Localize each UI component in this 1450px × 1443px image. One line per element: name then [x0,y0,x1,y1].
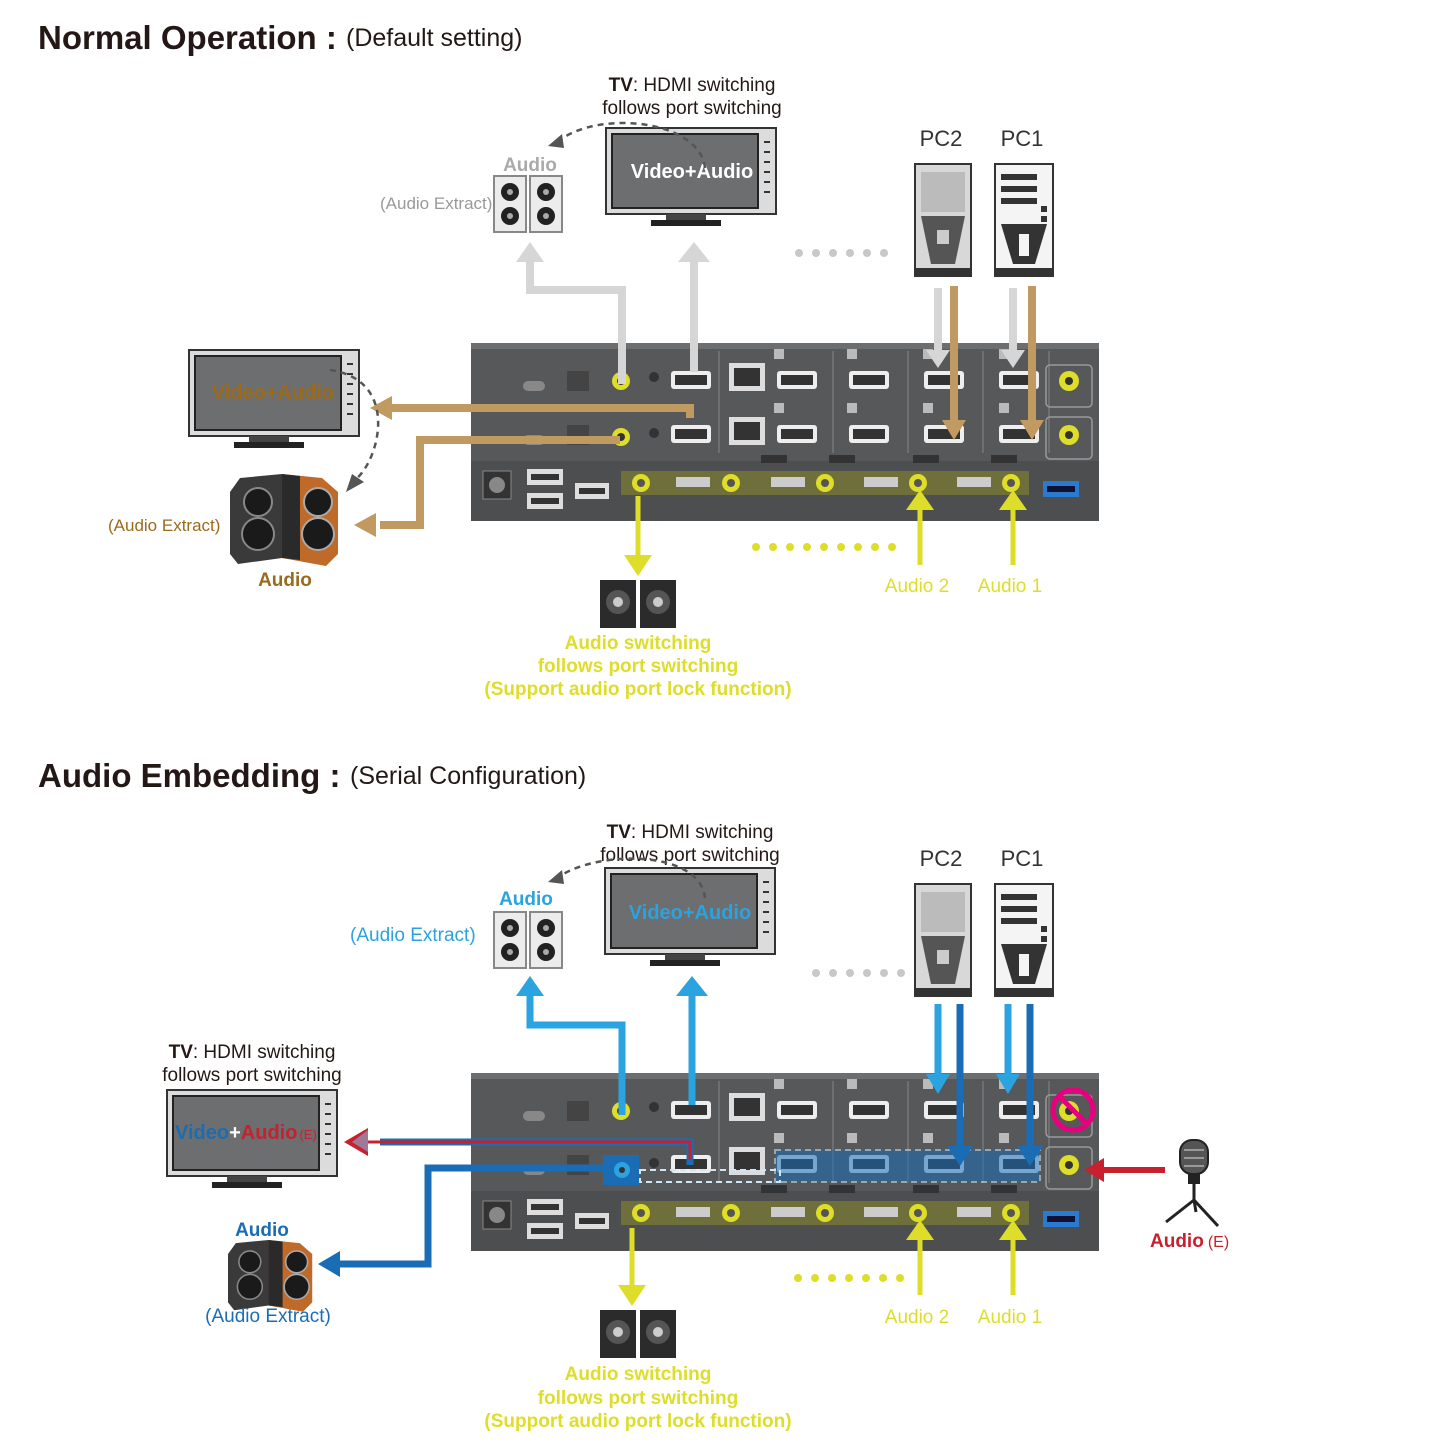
switching-line-2: follows port switching [538,656,739,677]
speaker2-top-icon [493,911,563,969]
speaker2-left-label: Audio [235,1220,289,1241]
tv2-top-screen-label: Video+Audio [629,902,751,924]
tv2-left-caption-1: TV: HDMI switching [169,1042,336,1063]
section1-title: Normal Operation : [38,19,337,56]
audio2-top-extract: (Audio Extract) [350,925,476,946]
kvm-device-1 [470,342,1100,522]
pc2-icon [914,163,972,277]
speaker-left-label: Audio [258,570,312,591]
speaker2-left-icon [227,1239,314,1313]
speaker2-console-icon [600,1310,676,1358]
pc1-label: PC1 [1001,126,1044,151]
pc2-label-2: PC2 [920,846,963,871]
section2-title: Audio Embedding : [38,757,340,794]
switching2-line-3: (Support audio port lock function) [484,1411,791,1432]
switching-line-1: Audio switching [565,633,712,654]
audio-top-extract: (Audio Extract) [380,194,492,213]
switching-line-3: (Support audio port lock function) [484,679,791,700]
ellipsis-dots-2 [812,969,905,977]
pc1-label-2: PC1 [1001,846,1044,871]
audio1-label: Audio 1 [978,576,1042,597]
pc2-label: PC2 [920,126,963,151]
audio2-label: Audio 2 [885,576,949,597]
speaker-console-icon [600,580,676,628]
tv-top-caption-1: TV: HDMI switching [609,75,776,96]
tv2-top-caption-1: TV: HDMI switching [607,822,774,843]
tv2-left-caption-2: follows port switching [162,1065,342,1086]
ellipsis-dots [795,249,888,257]
tv-left-screen-label: Video+Audio [212,382,334,404]
section2-subtitle: (Serial Configuration) [350,762,586,790]
prohibited-icon [1050,1087,1096,1133]
section1-subtitle: (Default setting) [346,24,522,52]
audio1-label-2: Audio 1 [978,1307,1042,1328]
pc1-icon [994,163,1054,277]
audio-top-label: Audio [503,155,557,176]
tv2-top-caption-2: follows port switching [600,845,780,866]
pc2-icon-2 [914,883,972,997]
yellow-dots-1 [752,543,896,551]
tv2-left-screen-label: Video+Audio(E) [175,1122,317,1144]
pc1-icon-2 [994,883,1054,997]
speaker-left-extract: (Audio Extract) [108,516,220,535]
mic-label: Audio(E) [1150,1231,1229,1252]
speaker-top-icon [493,175,563,233]
yellow-dots-2 [794,1274,904,1282]
audio2-top-label: Audio [499,889,553,910]
audio2-label-2: Audio 2 [885,1307,949,1328]
tv-top-caption-2: follows port switching [602,98,782,119]
tv-top-screen-label: Video+Audio [631,161,753,183]
speaker-left-icon [229,473,339,567]
switching2-line-1: Audio switching [565,1364,712,1385]
microphone-icon [1165,1139,1220,1228]
speaker2-left-extract: (Audio Extract) [205,1306,331,1327]
switching2-line-2: follows port switching [538,1388,739,1409]
